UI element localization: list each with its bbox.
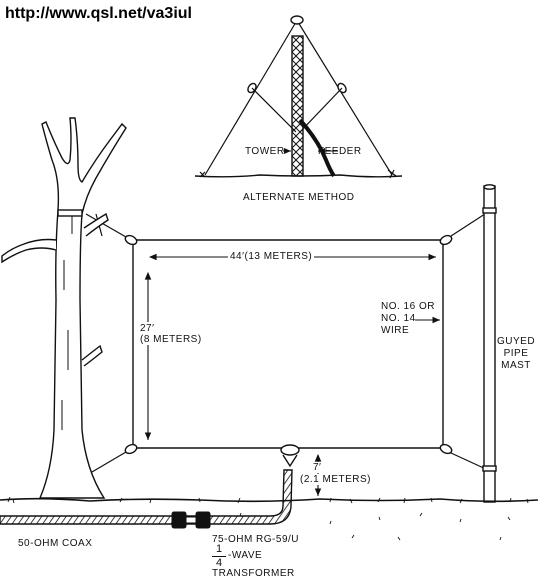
feedpoint — [280, 444, 300, 468]
wire-label-1: NO. 16 OR — [381, 301, 435, 312]
wire-label-3: WIRE — [381, 325, 410, 336]
coax-cable — [0, 469, 293, 525]
loop-height-label-2: (8 METERS) — [140, 334, 202, 345]
alternate-method-diagram — [194, 15, 403, 179]
feeder-cable — [298, 118, 336, 178]
tree — [1, 117, 127, 499]
tower-label: TOWER — [245, 146, 285, 157]
corner-insulators — [124, 234, 453, 455]
wire-label-2: NO. 14 — [381, 313, 416, 324]
fraction-numerator: 1 — [215, 543, 223, 555]
grass — [7, 496, 529, 541]
alternate-method-title: ALTERNATE METHOD — [243, 192, 355, 203]
ground-line — [0, 497, 538, 503]
coax-connectors — [171, 511, 211, 529]
feed-height-label-1: 7′ — [313, 462, 322, 473]
guyed-pipe-mast — [482, 184, 497, 503]
loop-width-label: 44′(13 METERS) — [228, 251, 315, 262]
wire-loop — [132, 239, 444, 449]
source-url: http://www.qsl.net/va3iul — [5, 5, 192, 22]
loop-height-label-1: 27′ — [140, 322, 155, 335]
fraction-denominator: 4 — [215, 557, 223, 569]
transformer-label: TRANSFORMER — [212, 568, 295, 579]
coax-label: 50-OHM COAX — [18, 538, 93, 549]
tower — [291, 35, 304, 177]
feeder-label: FEEDER — [318, 146, 362, 157]
support-lines — [85, 211, 489, 473]
mast-label-2: PIPE — [503, 348, 529, 359]
feed-height-label-2: (2.1 METERS) — [300, 474, 372, 485]
quarter-fraction: 1 4 — [212, 544, 226, 569]
wave-label: -WAVE — [228, 550, 263, 561]
mast-label-3: MAST — [501, 360, 531, 371]
matching-section-label: 75-OHM RG-59/U — [212, 534, 300, 545]
mast-label-1: GUYED — [497, 336, 536, 347]
